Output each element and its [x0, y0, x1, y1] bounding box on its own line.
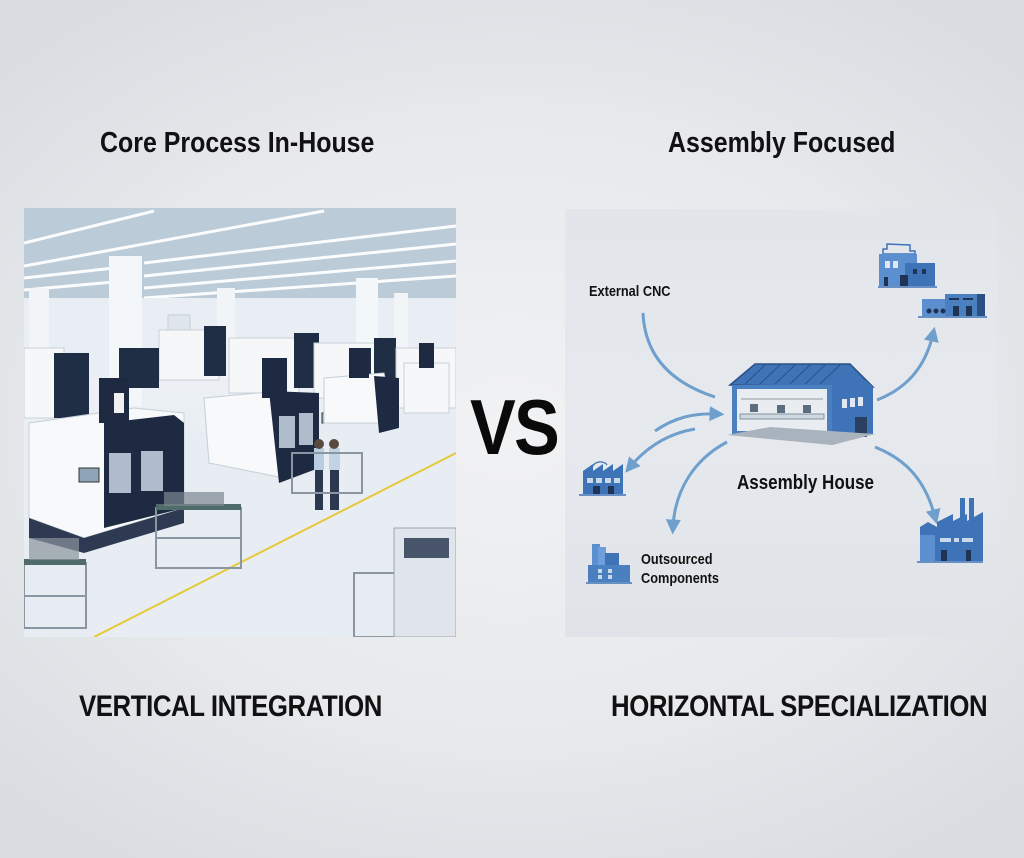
workers [314, 439, 340, 510]
cnc-factory-illustration [24, 208, 456, 637]
arrow-to-top-right [876, 326, 939, 402]
factory-icon [579, 461, 626, 496]
arrow-to-factory-left [625, 427, 696, 473]
outsourced-label-line1: Outsourced [641, 551, 713, 568]
left-top-heading: Core Process In-House [100, 127, 375, 159]
arrow-to-outsourced [665, 440, 728, 535]
outsourced-label-line2: Components [641, 570, 719, 587]
arrow-into-assembly [654, 406, 725, 433]
assembly-house-label: Assembly House [737, 472, 874, 494]
building-icon [878, 243, 937, 288]
arrow-external-cnc-in [641, 312, 716, 399]
horizontal-specialization-heading: HORIZONTAL SPECIALIZATION [611, 690, 988, 723]
right-top-heading: Assembly Focused [668, 127, 896, 159]
smokestack-factory-icon [917, 498, 983, 563]
cnc-machine-center [203, 358, 337, 483]
arrow-to-bottom-right [874, 445, 941, 525]
component-plant-icon [586, 544, 632, 584]
versus-label: VS [470, 383, 560, 471]
assembly-house-icon [727, 363, 875, 445]
flow-arrows [625, 312, 941, 535]
warehouse-icon [918, 294, 987, 318]
vertical-integration-heading: VERTICAL INTEGRATION [79, 690, 382, 723]
outsourced-components-label: Outsourced Components [641, 550, 719, 588]
horizontal-specialization-diagram: External CNC Assembly House Outsourced C… [565, 209, 997, 637]
external-cnc-label: External CNC [589, 283, 671, 300]
factory-floor-photo [24, 208, 456, 637]
cnc-machine-right [323, 343, 450, 433]
